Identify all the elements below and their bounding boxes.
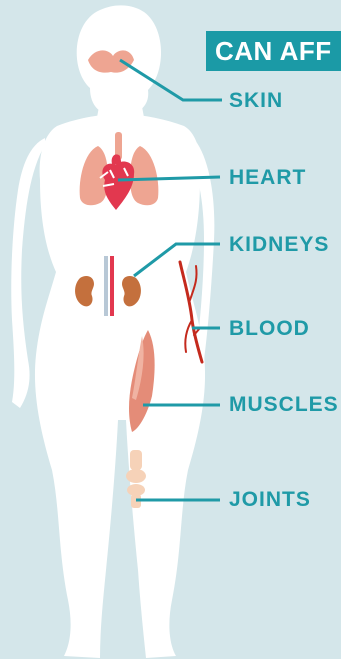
- muscles-label: MUSCLES: [229, 393, 339, 417]
- banner-title: CAN AFF: [206, 31, 341, 71]
- blood-label: BLOOD: [229, 317, 310, 341]
- kidneys-label: KIDNEYS: [229, 233, 329, 257]
- joints-label: JOINTS: [229, 488, 311, 512]
- heart-label: HEART: [229, 166, 306, 190]
- female-silhouette: [11, 5, 214, 658]
- skin-label: SKIN: [229, 89, 283, 113]
